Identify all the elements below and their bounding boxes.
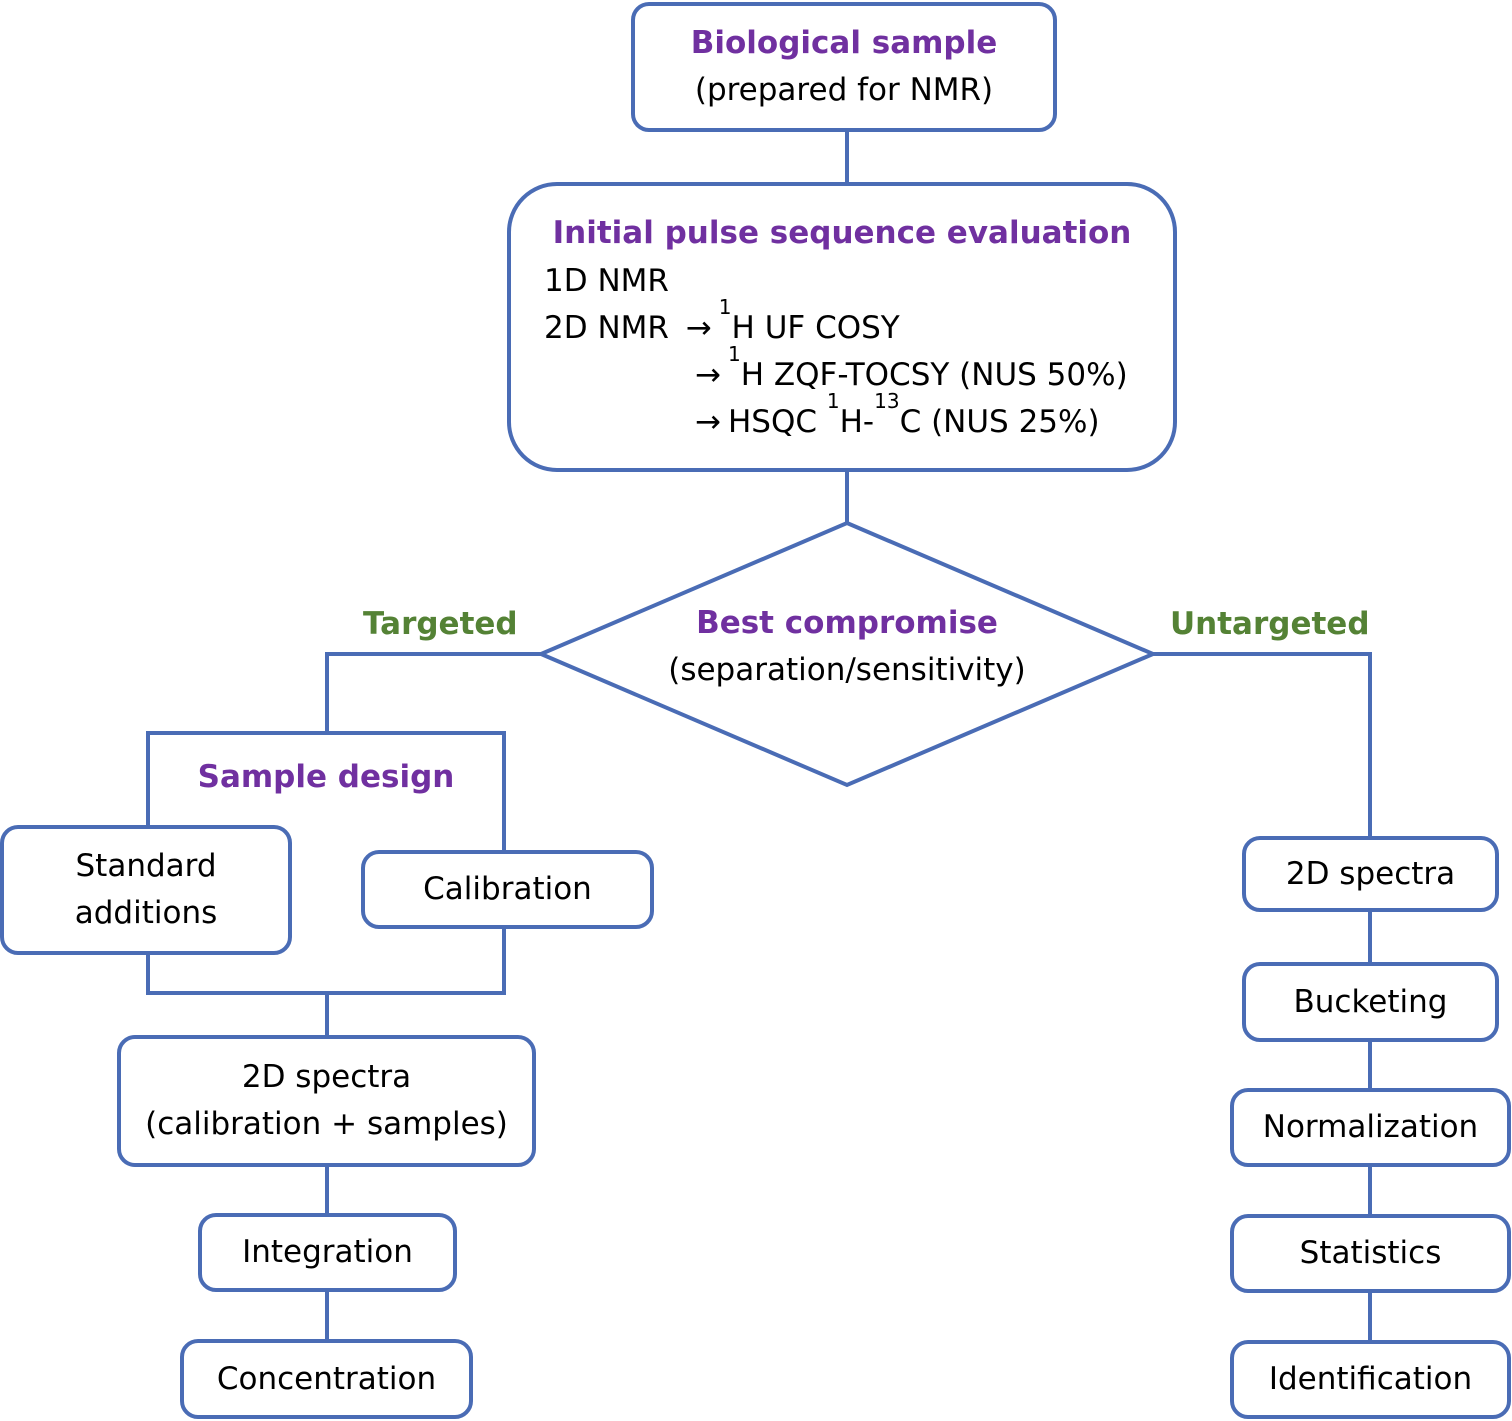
statistics-box: Statistics xyxy=(1230,1214,1511,1293)
concentration-label: Concentration xyxy=(216,1360,437,1397)
standard-additions-line1: Standard xyxy=(75,848,217,884)
hsqc-superscript-13: 13 xyxy=(874,389,900,413)
integration-label: Integration xyxy=(242,1234,413,1270)
pulse-line-tocsy: → 1H ZQF-TOCSY (NUS 50%) xyxy=(688,344,1128,399)
standard-additions-line2: additions xyxy=(74,895,218,931)
branch-label-untargeted: Untargeted xyxy=(1170,606,1370,642)
pulse-2d-text: 2D NMR xyxy=(544,310,669,346)
untargeted-2d-spectra-label: 2D spectra xyxy=(1285,855,1456,892)
standard-additions-box: Standard additions xyxy=(0,825,292,955)
hsqc-text-c: C (NUS 25%) xyxy=(899,404,1100,440)
hsqc-superscript-1: 1 xyxy=(826,389,840,413)
connector-targeted xyxy=(325,652,541,733)
right-arrow-icon: → xyxy=(685,310,712,346)
targeted-2d-spectra-line1: 2D spectra xyxy=(241,1059,412,1095)
connector-untargeted xyxy=(1153,652,1372,838)
pulse-line-hsqc: →HSQC 1H-13C (NUS 25%) xyxy=(688,391,1100,446)
bucketing-box: Bucketing xyxy=(1242,962,1499,1042)
pulse-1d-text: 1D NMR xyxy=(544,263,669,299)
biological-sample-box: Biological sample (prepared for NMR) xyxy=(631,2,1057,132)
biological-sample-title: Biological sample xyxy=(690,25,998,61)
decision-diamond xyxy=(535,520,1159,788)
normalization-label: Normalization xyxy=(1262,1109,1479,1145)
hsqc-text-a: HSQC xyxy=(728,404,827,440)
tocsy-text: H ZQF-TOCSY (NUS 50%) xyxy=(740,357,1128,393)
branch-label-targeted: Targeted xyxy=(363,606,518,642)
decision-title: Best compromise xyxy=(696,605,998,641)
bucketing-label: Bucketing xyxy=(1293,983,1448,1020)
identification-box: Identification xyxy=(1230,1340,1511,1419)
calibration-label: Calibration xyxy=(423,871,592,907)
untargeted-2d-spectra-box: 2D spectra xyxy=(1242,836,1499,912)
identification-label: Identification xyxy=(1268,1361,1473,1397)
concentration-box: Concentration xyxy=(180,1339,473,1419)
targeted-2d-spectra-box: 2D spectra (calibration + samples) xyxy=(117,1035,536,1167)
pulse-evaluation-title: Initial pulse sequence evaluation xyxy=(552,215,1132,251)
hsqc-text-b: H- xyxy=(839,404,875,440)
integration-box: Integration xyxy=(198,1213,457,1292)
targeted-2d-spectra-line2: (calibration + samples) xyxy=(145,1106,508,1142)
pulse-line-2d: 2D NMR →1H UF COSY xyxy=(544,297,900,352)
normalization-box: Normalization xyxy=(1230,1088,1511,1167)
biological-sample-subtitle: (prepared for NMR) xyxy=(694,72,994,108)
cosy-text: H UF COSY xyxy=(731,310,900,346)
right-arrow-icon: → xyxy=(695,404,721,440)
calibration-box: Calibration xyxy=(361,850,654,929)
decision-subtitle: (separation/sensitivity) xyxy=(668,652,1026,688)
right-arrow-icon: → xyxy=(695,357,721,393)
pulse-evaluation-box: Initial pulse sequence evaluation 1D NMR… xyxy=(507,182,1177,472)
pulse-line-1d: 1D NMR xyxy=(544,258,669,305)
cosy-superscript: 1 xyxy=(718,295,732,319)
sample-design-title: Sample design xyxy=(197,759,455,795)
tocsy-superscript: 1 xyxy=(728,342,741,366)
statistics-label: Statistics xyxy=(1299,1235,1442,1271)
